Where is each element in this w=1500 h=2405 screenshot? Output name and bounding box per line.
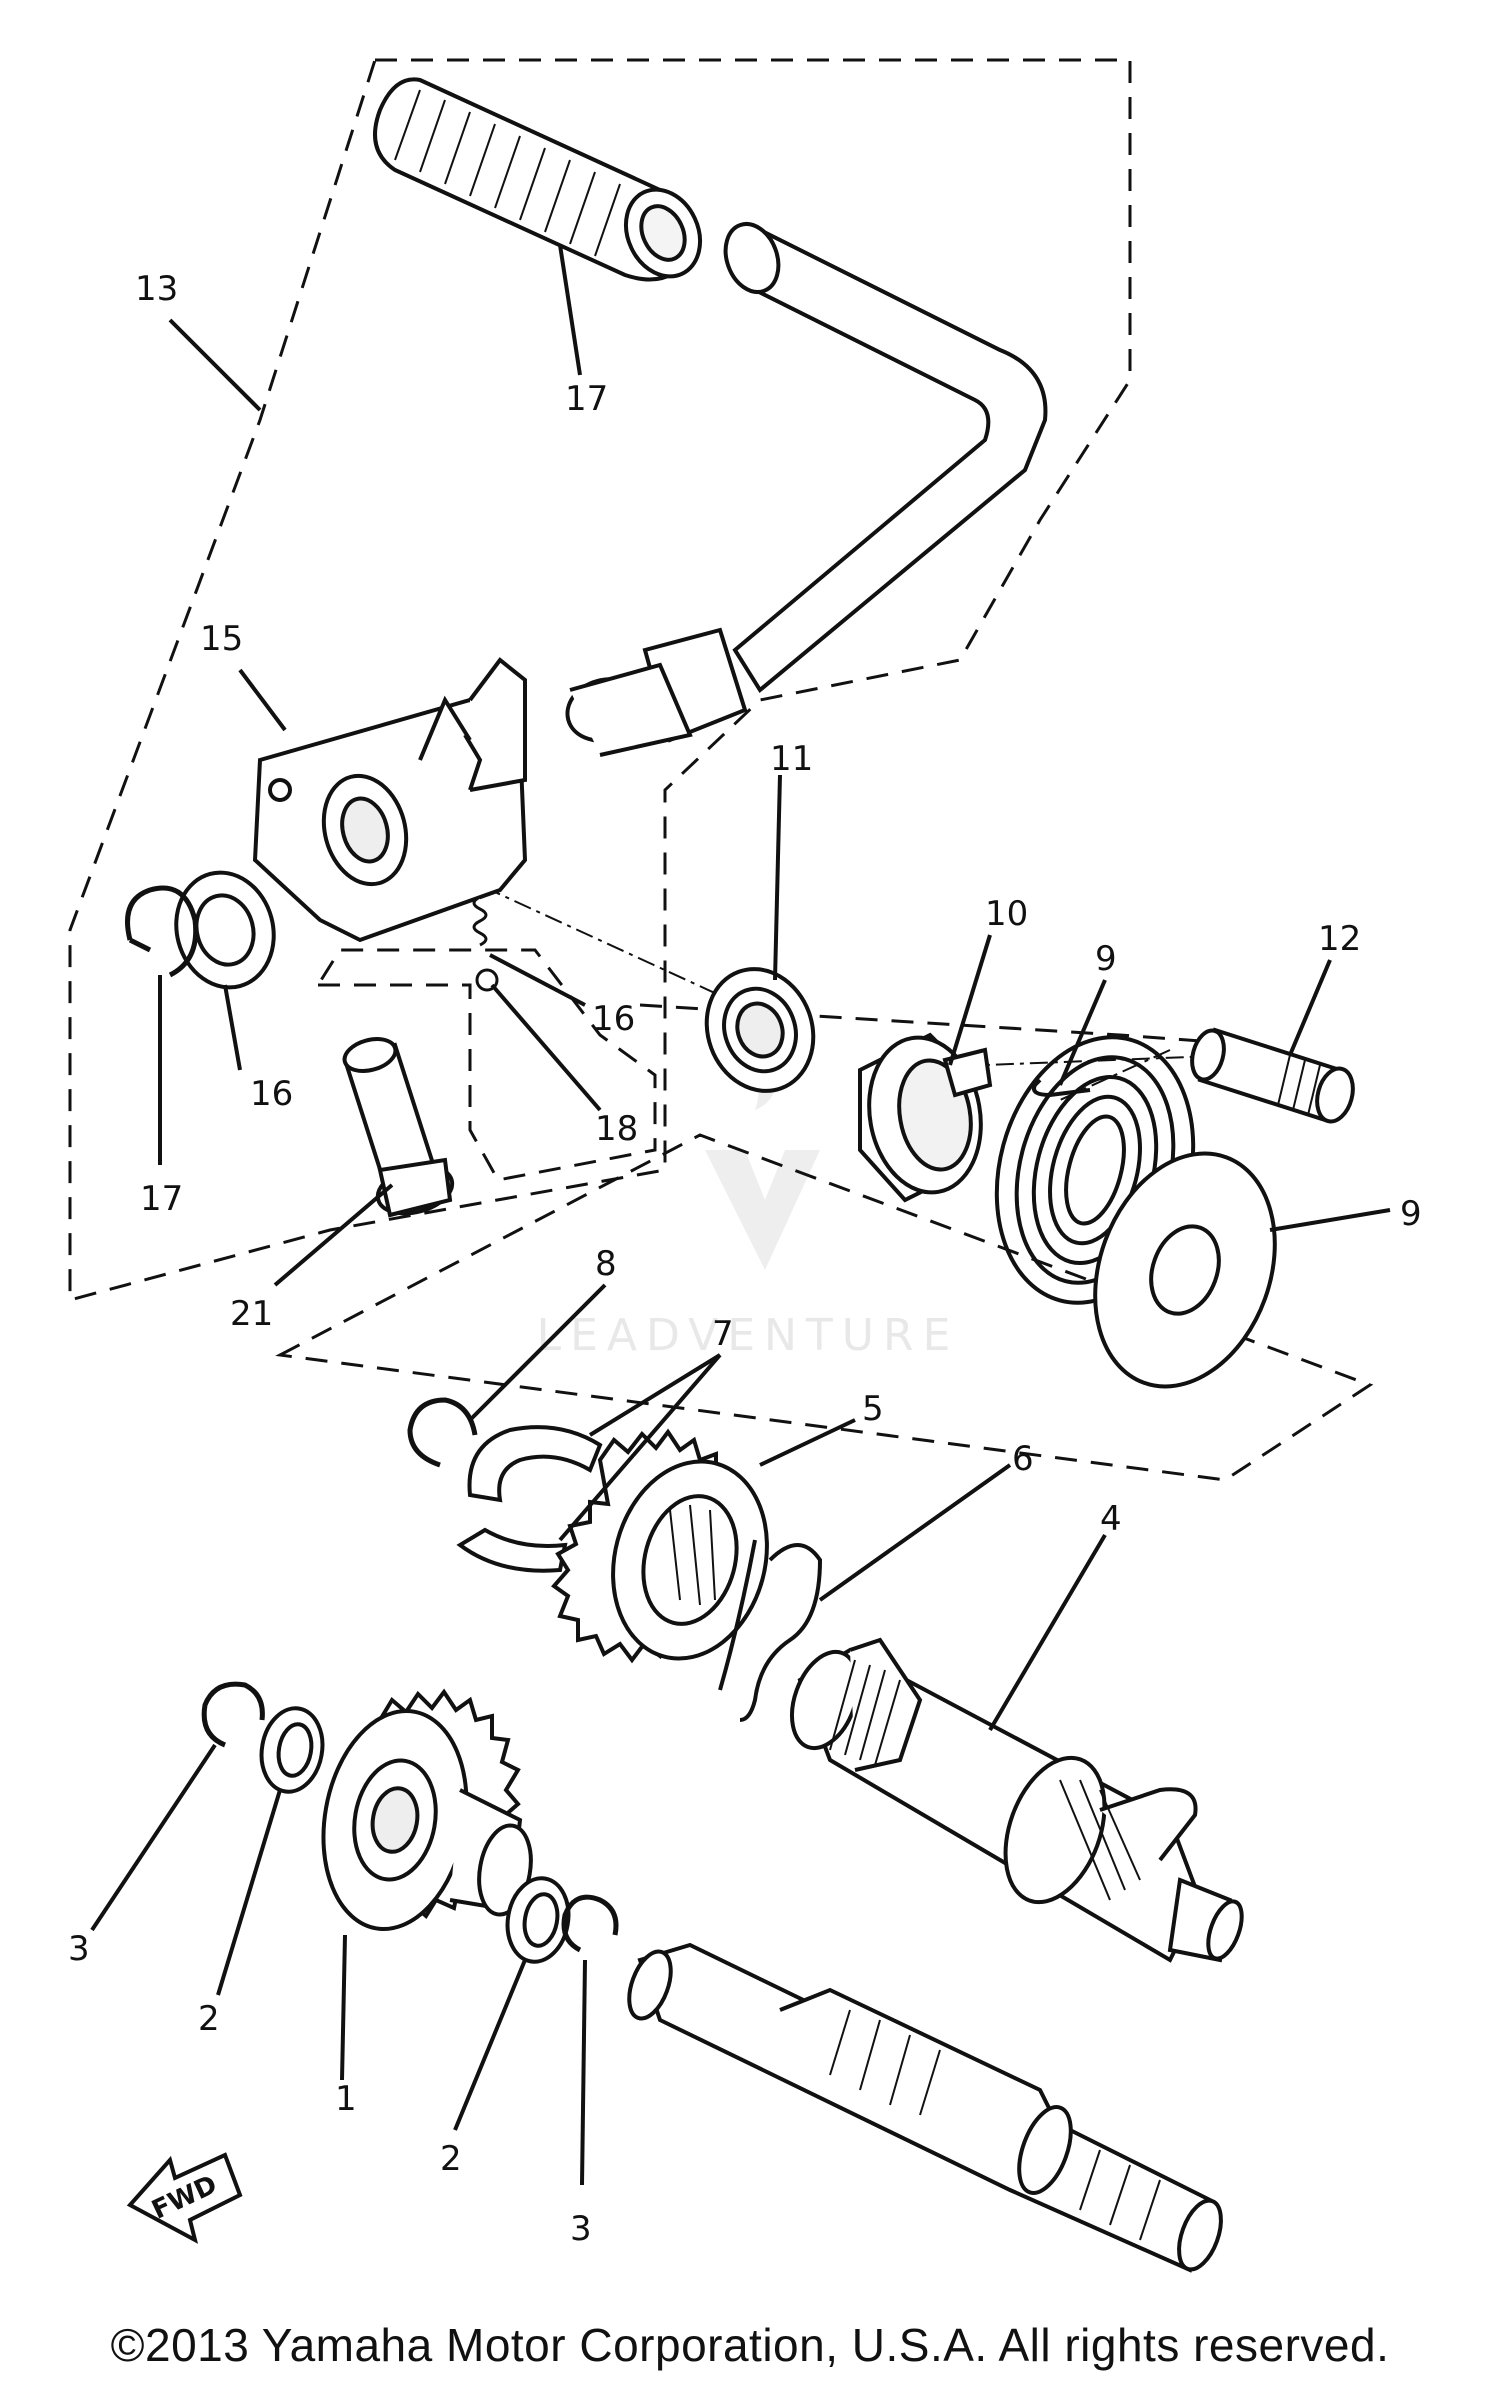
callout-2-left: 2 (198, 1999, 220, 2039)
callout-8: 8 (595, 1244, 617, 1284)
kick-shaft-4 (790, 1637, 1244, 1963)
callout-14: 13 (135, 269, 178, 309)
callout-16: 16 (592, 999, 635, 1039)
kick-boss (252, 657, 528, 943)
callout-1: 1 (335, 2079, 357, 2119)
callout-20: 18 (595, 1109, 638, 1149)
watermark-text: LEADVENTURE (537, 1310, 960, 1361)
copyright-footer: ©2013 Yamaha Motor Corporation, U.S.A. A… (110, 2319, 1390, 2371)
circlip-3-left (201, 1681, 265, 1748)
callout-9: 9 (1400, 1194, 1422, 1234)
callout-3-right: 3 (570, 2209, 592, 2249)
kick-gear-5 (551, 1428, 769, 1664)
callout-labels: 13 17 15 11 10 9 12 16 18 16 17 21 9 8 7… (68, 269, 1422, 2249)
kick-pedal-grip (373, 77, 702, 282)
callout-6: 6 (1012, 1439, 1034, 1479)
center-lines (359, 829, 1241, 1101)
spring-cover-11 (858, 1032, 993, 1203)
washer-2-right (505, 1876, 571, 1964)
spring-and-ball (472, 895, 499, 992)
washer-9 (1093, 1151, 1277, 1389)
callout-7: 7 (712, 1314, 734, 1354)
callout-19: 17 (565, 379, 608, 419)
kick-crank-arm (565, 222, 1048, 757)
circlip-3-right (561, 1894, 619, 1953)
callout-12: 11 (770, 739, 813, 779)
idle-gear-1 (321, 1688, 533, 1932)
bolt-21 (342, 1037, 455, 1218)
callout-13: 12 (1318, 919, 1361, 959)
callout-4: 4 (1100, 1499, 1122, 1539)
callout-11: 10 (985, 894, 1028, 934)
callout-15: 15 (200, 619, 243, 659)
clip-6 (718, 1539, 823, 1722)
callout-2-right: 2 (440, 2139, 462, 2179)
fwd-arrow-icon: FWD (126, 2152, 243, 2244)
callout-17: 16 (250, 1074, 293, 1114)
callout-10: 9 (1095, 939, 1117, 979)
circlip-18 (125, 885, 199, 978)
washer-17 (174, 870, 276, 990)
callout-18: 17 (140, 1179, 183, 1219)
washer-2-left (259, 1706, 325, 1794)
oil-seal-12 (704, 967, 816, 1093)
leader-lines (90, 244, 1391, 2186)
callout-21: 21 (230, 1294, 273, 1334)
callout-5: 5 (862, 1389, 884, 1429)
callout-3-left: 3 (68, 1929, 90, 1969)
half-rings-7 (456, 1425, 603, 1573)
circlip-8 (407, 1397, 478, 1468)
pin-13 (1190, 1027, 1355, 1124)
main-axle (627, 1942, 1223, 2273)
watermark: LEADVENTURE (537, 1054, 960, 1361)
